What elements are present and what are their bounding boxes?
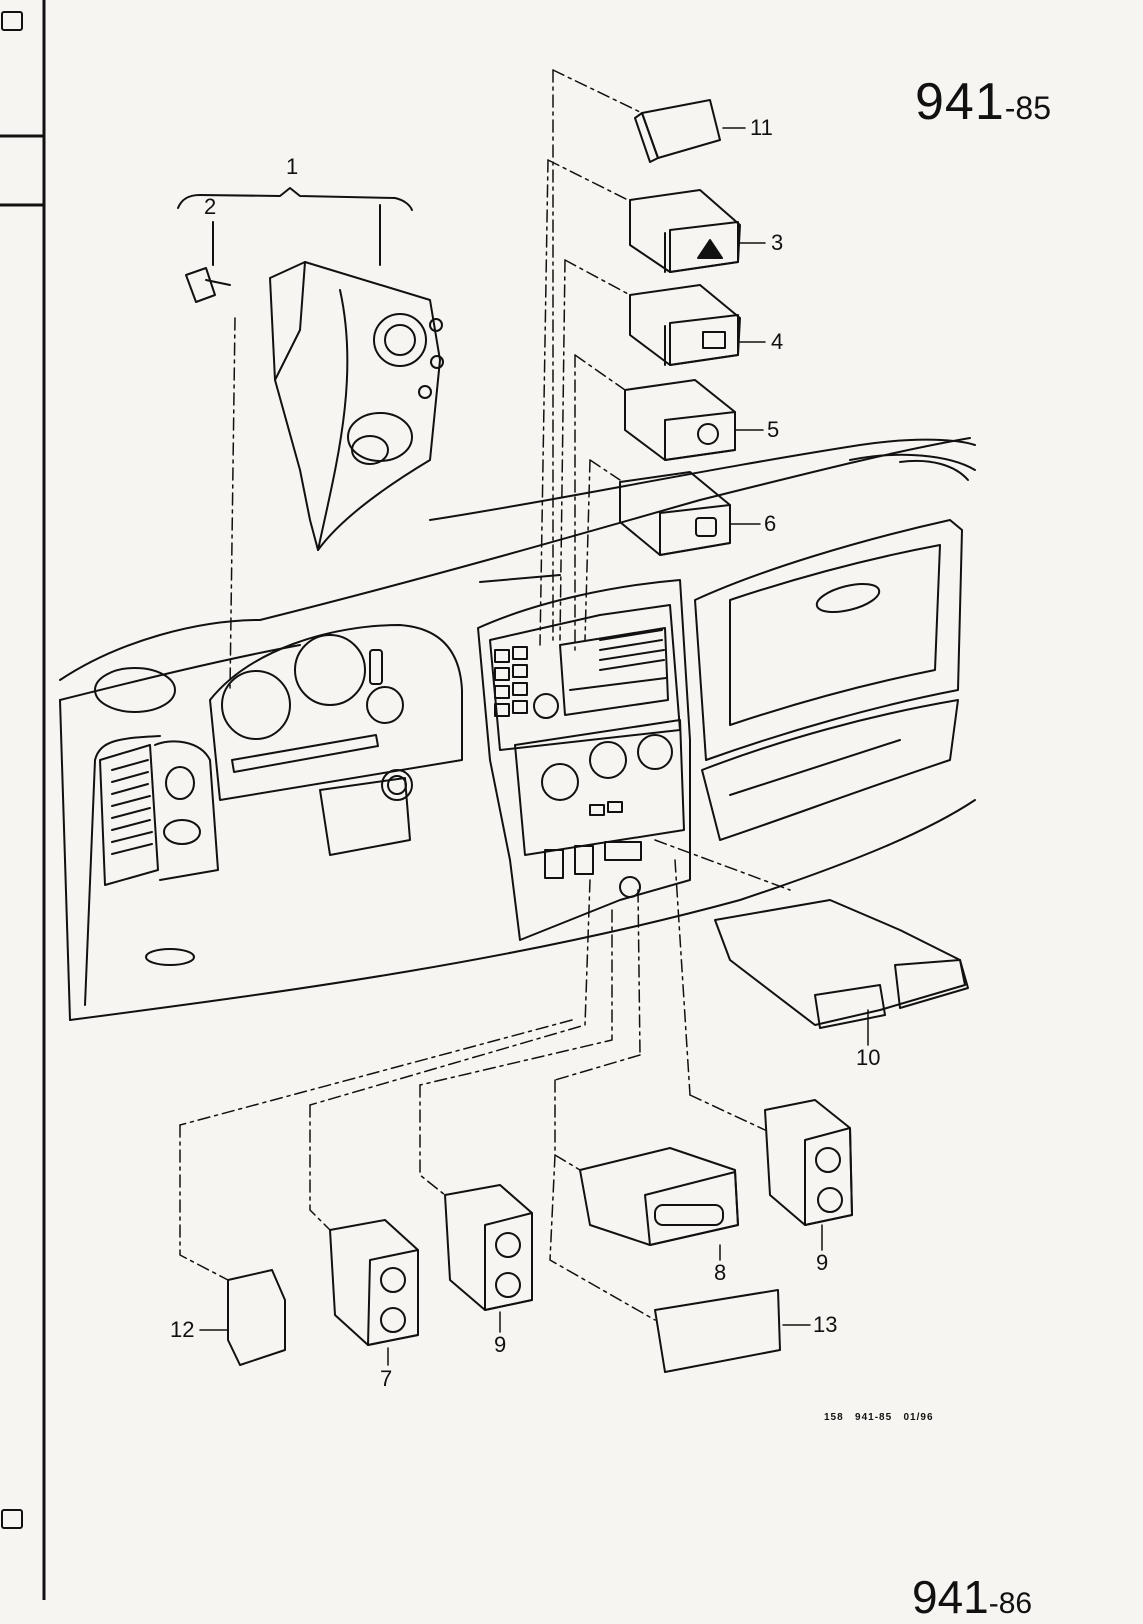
dashboard-outline (59, 437, 976, 1021)
page-code-suffix: -85 (1004, 90, 1052, 126)
binder-markers (1, 11, 23, 1529)
callout-7: 7 (380, 1366, 393, 1391)
instrument-cluster (209, 624, 463, 856)
callout-13: 13 (813, 1312, 838, 1337)
left-vent (94, 667, 219, 966)
page-code: 941-85 (915, 72, 1051, 132)
callout-2: 2 (204, 194, 217, 219)
callout-12: 12 (170, 1317, 195, 1342)
callout-8: 8 (714, 1260, 727, 1285)
switch-6 (619, 471, 731, 556)
callout-4: 4 (771, 329, 784, 354)
callout-3: 3 (771, 230, 784, 255)
callout-11: 11 (750, 115, 773, 140)
next-page-code-main: 941 (912, 1571, 989, 1623)
next-page-code-suffix: -86 (988, 1587, 1033, 1620)
switch-9-right (764, 1099, 853, 1226)
leader-lines (199, 127, 869, 1366)
dashed-routing-lines (179, 69, 791, 1321)
callout-6: 6 (764, 511, 777, 536)
next-page-code: 941-86 (912, 1570, 1032, 1624)
binder-edge (0, 0, 46, 1600)
light-switch-assembly (177, 187, 444, 551)
callout-9a: 9 (816, 1250, 829, 1275)
switch-4 (629, 284, 741, 366)
callout-5: 5 (767, 417, 780, 442)
cover-12 (227, 1269, 286, 1366)
callout-9b: 9 (494, 1332, 507, 1357)
centre-console (477, 579, 691, 941)
callout-1: 1 (286, 154, 299, 179)
switch-5 (624, 379, 736, 461)
callout-10: 10 (856, 1045, 881, 1070)
glovebox (694, 519, 963, 841)
switch-7 (329, 1219, 419, 1346)
switch-8 (579, 1147, 739, 1246)
switch-11 (634, 99, 721, 163)
page-code-main: 941 (915, 73, 1005, 131)
page-footer: 158 941-85 01/96 (824, 1412, 934, 1423)
blank-13 (654, 1289, 781, 1373)
switch-9-middle (444, 1184, 533, 1311)
switch-3 (629, 189, 741, 273)
switch-block-10 (714, 899, 969, 1029)
